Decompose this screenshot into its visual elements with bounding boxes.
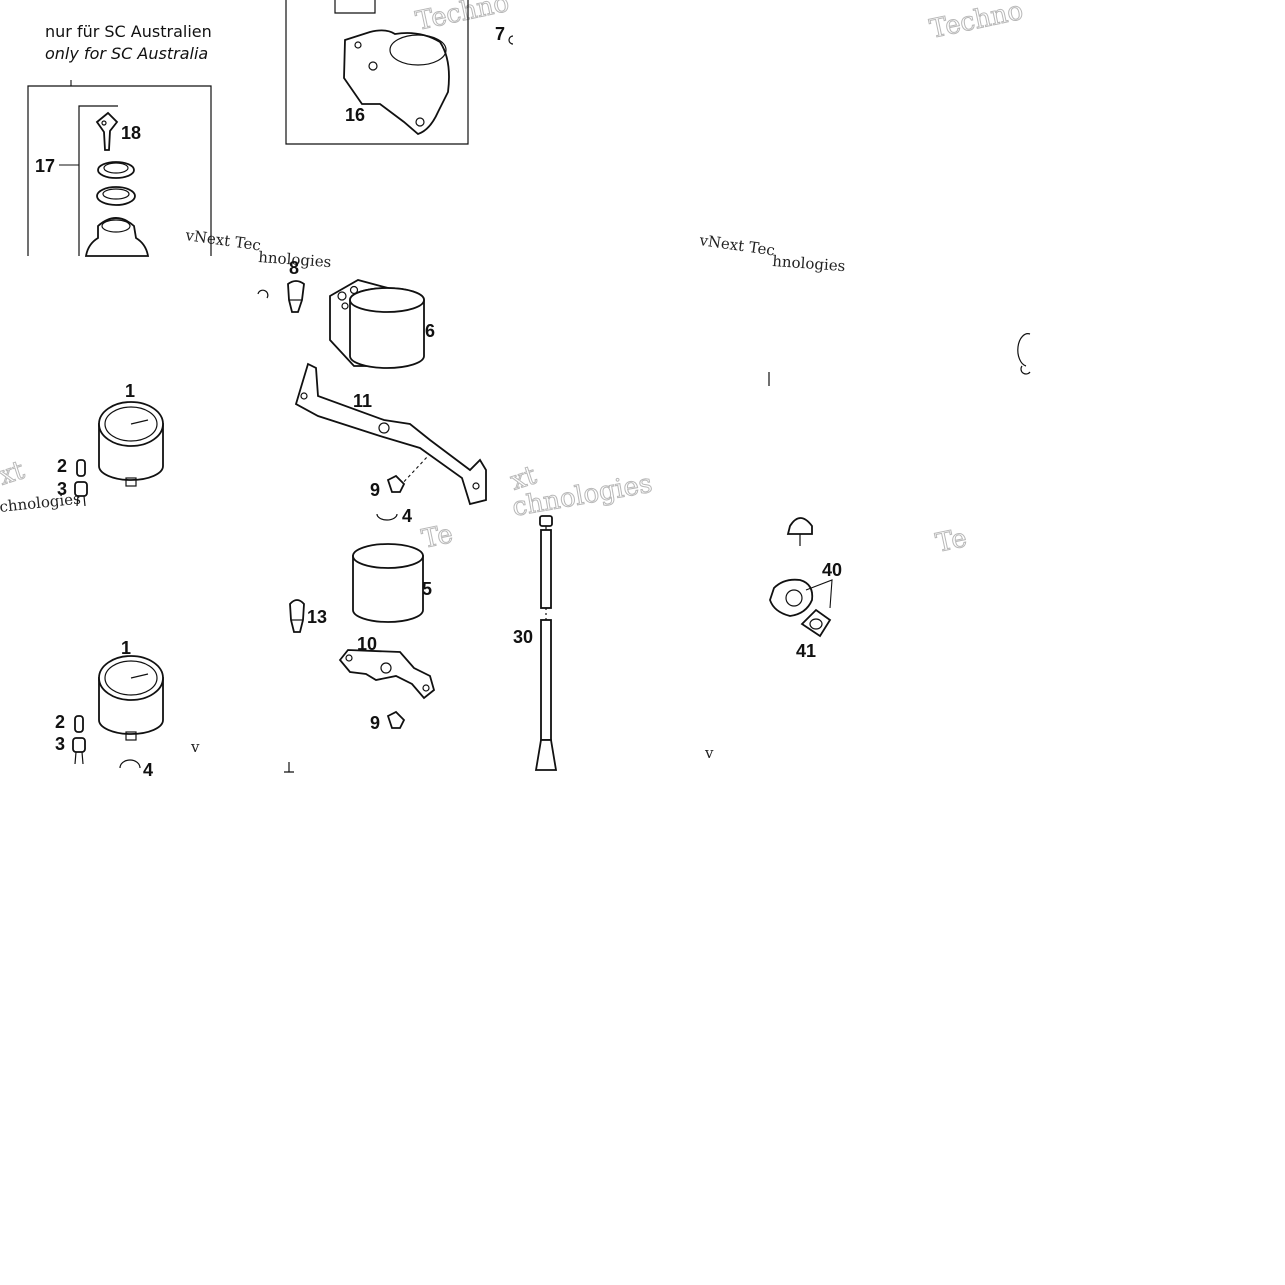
callout-6: 6 [425, 321, 435, 341]
watermark-techno-top-right: Techno [927, 0, 1026, 45]
callout-11: 11 [353, 391, 372, 411]
callout-2-upper: 2 [57, 456, 67, 476]
callout-16: 16 [345, 105, 365, 125]
callout-40: 40 [822, 560, 842, 580]
watermark-v-right: v [704, 744, 714, 762]
callout-1-lower: 1 [121, 638, 131, 658]
ignition-key [95, 111, 119, 151]
gasket-41 [800, 608, 832, 638]
callout-18: 18 [121, 123, 141, 143]
part-fragment-right-edge [1017, 333, 1031, 375]
callout-4-lower: 4 [143, 760, 153, 780]
watermark-vnext-right: vNext Tec [697, 231, 776, 260]
speedometer-cable-30 [534, 515, 558, 771]
bracket-10 [338, 649, 436, 700]
bulb-2-upper [76, 459, 86, 477]
callout-9-lower: 9 [370, 713, 380, 733]
callout-5: 5 [422, 579, 432, 599]
callout-4-upper: 4 [402, 506, 412, 526]
gauge-1-lower [98, 655, 164, 741]
watermark-te-right: Te [933, 523, 969, 559]
bulb-holder-3-upper [74, 481, 88, 507]
gauge-1-upper [98, 401, 164, 487]
screw-9-lower [386, 710, 406, 729]
instrument-cup-5 [352, 543, 424, 623]
rubber-plug-8 [287, 280, 305, 313]
callout-8: 8 [289, 258, 299, 278]
watermark-v-left: v [190, 738, 200, 756]
callout-10: 10 [357, 634, 377, 654]
callout-1-upper: 1 [125, 381, 135, 401]
note-english: only for SC Australia [45, 44, 208, 63]
watermark-hnologies-left: hnologies [258, 248, 332, 271]
rubber-plug-13 [289, 599, 305, 633]
callout-3-lower: 3 [55, 734, 65, 754]
watermark-hnologies-right: hnologies [772, 252, 846, 275]
callout-13: 13 [307, 607, 327, 627]
watermark-te-center: Te [419, 519, 455, 555]
watermark-chnologies-left: chnologies [0, 490, 82, 516]
housing-box-16 [285, 0, 469, 145]
watermark-techno-top-center: Techno [413, 0, 512, 37]
screw-9-upper [386, 455, 429, 493]
callout-2-lower: 2 [55, 712, 65, 732]
instrument-cup-6 [329, 279, 425, 369]
note-german: nur für SC Australien [45, 22, 212, 41]
ignition-lock-group [27, 80, 212, 257]
callout-30: 30 [513, 627, 533, 647]
bulb-holder-3-lower [72, 737, 86, 765]
watermark-vnext-left: vNext Tec [183, 226, 262, 255]
callout-17: 17 [35, 156, 55, 176]
callout-41: 41 [796, 641, 816, 661]
callout-3-upper: 3 [57, 479, 67, 499]
instrument-bracket-11 [294, 362, 487, 506]
callout-9-upper: 9 [370, 480, 380, 500]
speedometer-drive-40 [769, 517, 833, 617]
bulb-2-lower [74, 715, 84, 733]
watermark-xt-left: xt [0, 455, 29, 491]
callout-7: 7 [495, 24, 505, 44]
